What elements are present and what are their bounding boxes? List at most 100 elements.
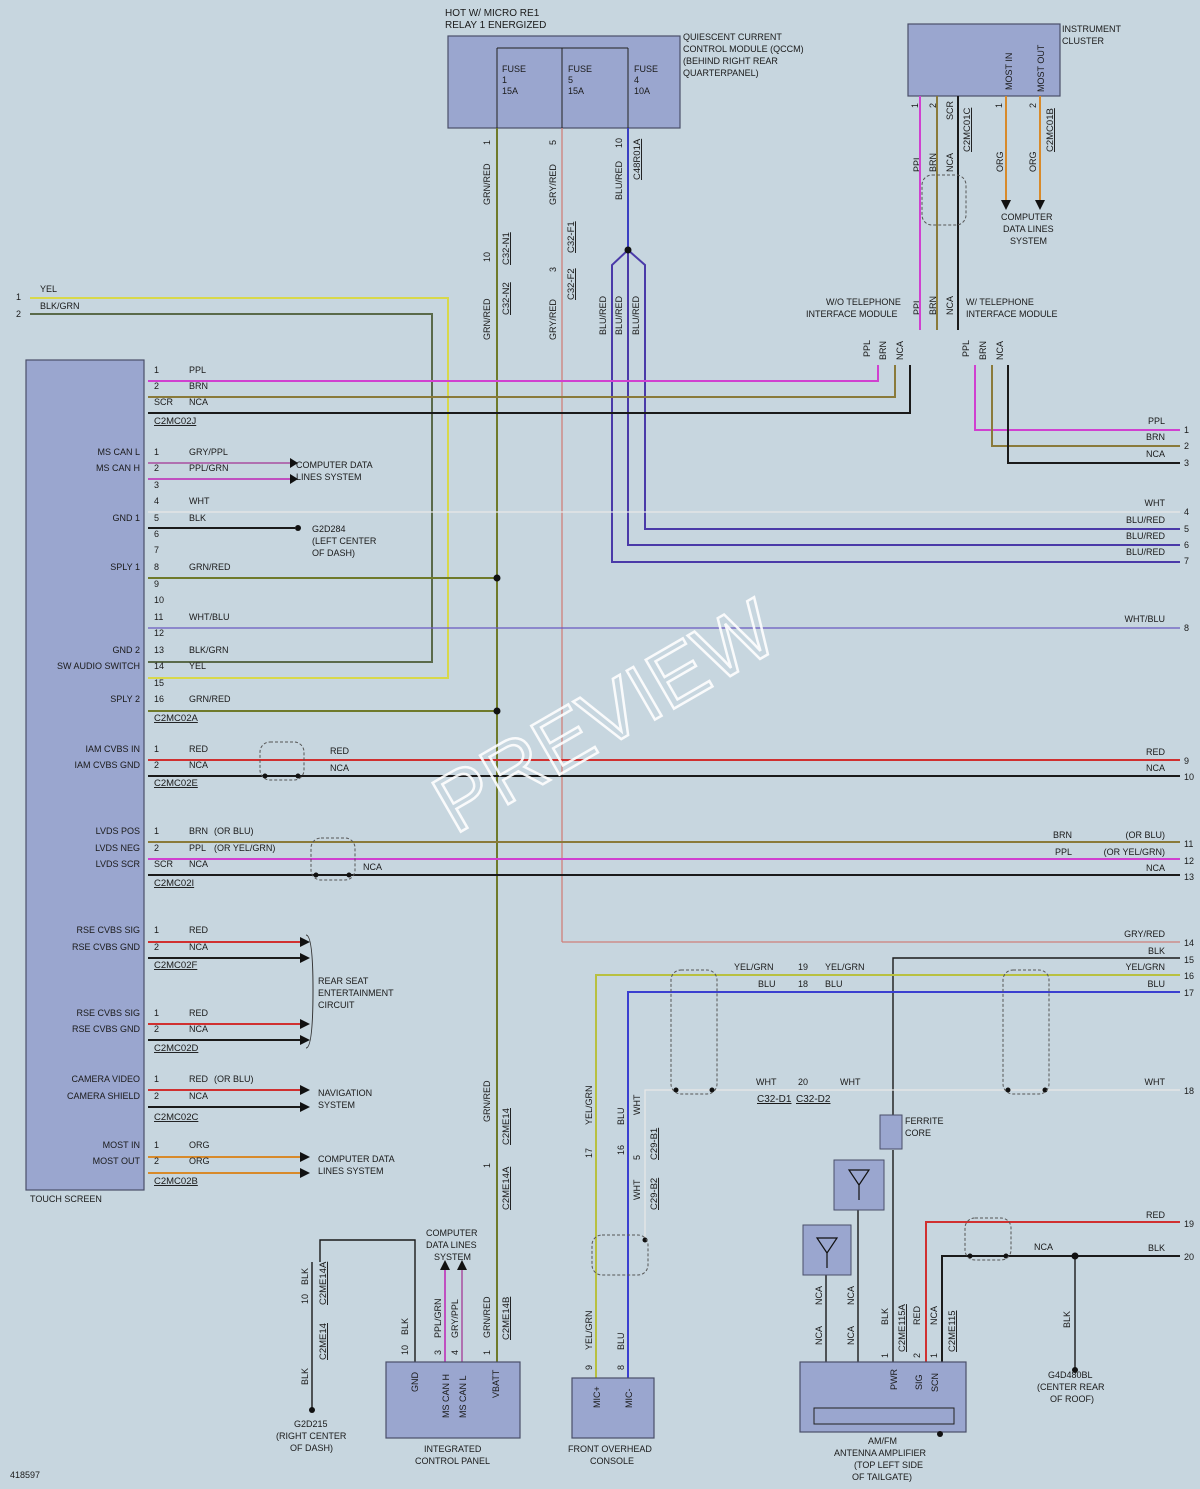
right-terminal-num: 12: [1184, 856, 1194, 866]
top-pin-1: 1: [16, 292, 21, 302]
ts-wire: NCA: [189, 1024, 208, 1034]
ts-pin-label: IAM CVBS GND: [74, 760, 140, 770]
icp-cdls-2: DATA LINES: [426, 1240, 477, 1250]
top-pin-2: 2: [16, 309, 21, 319]
ts-wire: BLK/GRN: [189, 645, 229, 655]
ts-connector: C2MC02A: [154, 713, 198, 724]
ferrite-core: [879, 1114, 903, 1150]
ts-pin: 2: [154, 1091, 159, 1101]
cluster-wire-nca2: NCA: [945, 296, 955, 315]
right-terminal-wire: BLU/RED: [1126, 547, 1166, 557]
amp-pin-1b: 1: [929, 1353, 939, 1358]
rse-2: ENTERTAINMENT: [318, 988, 394, 998]
wire-wht-18: [644, 1089, 1180, 1240]
qccm-box: [447, 35, 681, 129]
g2d215-wire-bot: BLK: [300, 1368, 310, 1385]
right-terminal-num: 7: [1184, 556, 1189, 566]
ts-pin: 1: [154, 925, 159, 935]
ts-pin: 1: [154, 1008, 159, 1018]
right-terminal-num: 2: [1184, 441, 1189, 451]
right-terminal-wire: NCA: [1146, 449, 1165, 459]
right-terminal-num: 8: [1184, 623, 1189, 633]
right-terminal-wire: RED: [1146, 1210, 1166, 1220]
amp-blk: BLK: [880, 1308, 890, 1325]
foc-mic-plus: MIC+: [592, 1386, 602, 1408]
amp-pin-1a: 1: [880, 1353, 890, 1358]
right-terminal-wire: BRN: [1053, 830, 1072, 840]
blured-b: BLU/RED: [614, 295, 624, 335]
amp-sig: SIG: [914, 1374, 924, 1390]
ts-pin: 8: [154, 562, 159, 572]
right-terminal-num: 15: [1184, 955, 1194, 965]
icp-cdls-3: SYSTEM: [434, 1252, 471, 1262]
g2d215-name-2: (RIGHT CENTER: [276, 1431, 347, 1441]
ts-connector: C2MC02I: [154, 878, 194, 889]
right-terminal-num: 1: [1184, 425, 1189, 435]
icp-wire-pplgrn: PPL/GRN: [433, 1298, 443, 1338]
ts-pin-label: LVDS POS: [96, 826, 140, 836]
cluster-wire-brn2: BRN: [928, 296, 938, 315]
c29-b1: C29-B1: [649, 1128, 660, 1160]
foc-wire-yelgrn: YEL/GRN: [584, 1085, 594, 1125]
right-terminal-wire: RED: [1146, 747, 1166, 757]
ts-wire: RED: [189, 1008, 209, 1018]
wire-nca-j: [148, 365, 911, 414]
c32-d2: C32-D2: [796, 1094, 831, 1105]
icp-wire-grnred: GRN/RED: [482, 1296, 492, 1338]
right-edge-terminals: 1PPL2BRN3NCA4WHT5BLU/RED6BLU/RED7BLU/RED…: [1053, 416, 1194, 1262]
c32-n1: C32-N1: [501, 232, 512, 265]
g2d215-conn-a: C2ME14A: [318, 1261, 329, 1305]
wire-blk-15: [892, 957, 1180, 1120]
qccm-wire-blured: BLU/RED: [614, 160, 624, 200]
qccm-wire-grnred: GRN/RED: [482, 163, 492, 205]
ts-wire: RED: [189, 1074, 209, 1084]
g2d215-name-1: G2D215: [294, 1419, 328, 1429]
wire-blkgrn: [30, 313, 433, 663]
c32d-p20: 20: [798, 1077, 808, 1087]
ts-pin: 15: [154, 678, 164, 688]
cluster-wire-ppl: PPL: [912, 155, 922, 172]
ts-pin: 12: [154, 628, 164, 638]
splice-points: [262, 246, 1079, 1260]
ts-wire: WHT/BLU: [189, 612, 230, 622]
ts-pin: 2: [154, 942, 159, 952]
amp-name-3: (TOP LEFT SIDE: [854, 1460, 923, 1470]
c32d-wht-l: WHT: [756, 1077, 777, 1087]
qccm-connector: C48R01A: [632, 138, 643, 180]
ts-wire-alt: (OR YEL/GRN): [214, 843, 275, 853]
touch-screen-name: TOUCH SCREEN: [30, 1194, 102, 1204]
ts-wire: BLK: [189, 513, 206, 523]
amp-nca-d: NCA: [846, 1326, 856, 1345]
w-tel-1: W/ TELEPHONE: [966, 297, 1034, 307]
right-terminal-wire: WHT: [1145, 498, 1166, 508]
amp-nca-e: NCA: [929, 1306, 939, 1325]
cluster-name-1: INSTRUMENT: [1062, 24, 1121, 34]
c32d-yelgrn-r: YEL/GRN: [825, 962, 865, 972]
c32d-blu-r: BLU: [825, 979, 843, 989]
cluster-cdls-1: COMPUTER: [1001, 212, 1053, 222]
ts-pin: 2: [154, 1024, 159, 1034]
cluster-wire-nca: NCA: [945, 153, 955, 172]
cluster-wire-org1: ORG: [995, 151, 1005, 172]
ts-pin-label: CAMERA SHIELD: [67, 1091, 141, 1101]
ts-pin: 2: [154, 843, 159, 853]
icp-pin-10: 10: [400, 1345, 410, 1355]
c29-b2: C29-B2: [649, 1178, 660, 1210]
ts-pin: 1: [154, 744, 159, 754]
right-terminal-alt: (OR YEL/GRN): [1104, 847, 1165, 857]
pin-3-f: 3: [548, 267, 558, 272]
c32-n2: C32-N2: [501, 282, 512, 315]
amp-nca-a: NCA: [814, 1286, 824, 1305]
ts-connector: C2MC02F: [154, 960, 197, 971]
ts-wire: RED: [189, 925, 209, 935]
ts-wire: BRN: [189, 826, 208, 836]
g2d215-name-3: OF DASH): [290, 1443, 333, 1453]
cdls-1: COMPUTER DATA: [296, 460, 373, 470]
qccm-module: HOT W/ MICRO RE1 RELAY 1 ENERGIZED FUSE …: [445, 8, 804, 205]
ts-pin: 2: [154, 760, 159, 770]
amp-scn: SCN: [930, 1373, 940, 1392]
ts-pin-label: SPLY 1: [110, 562, 140, 572]
amp-pin-2: 2: [912, 1353, 922, 1358]
fuse1-amp: 15A: [502, 86, 518, 96]
